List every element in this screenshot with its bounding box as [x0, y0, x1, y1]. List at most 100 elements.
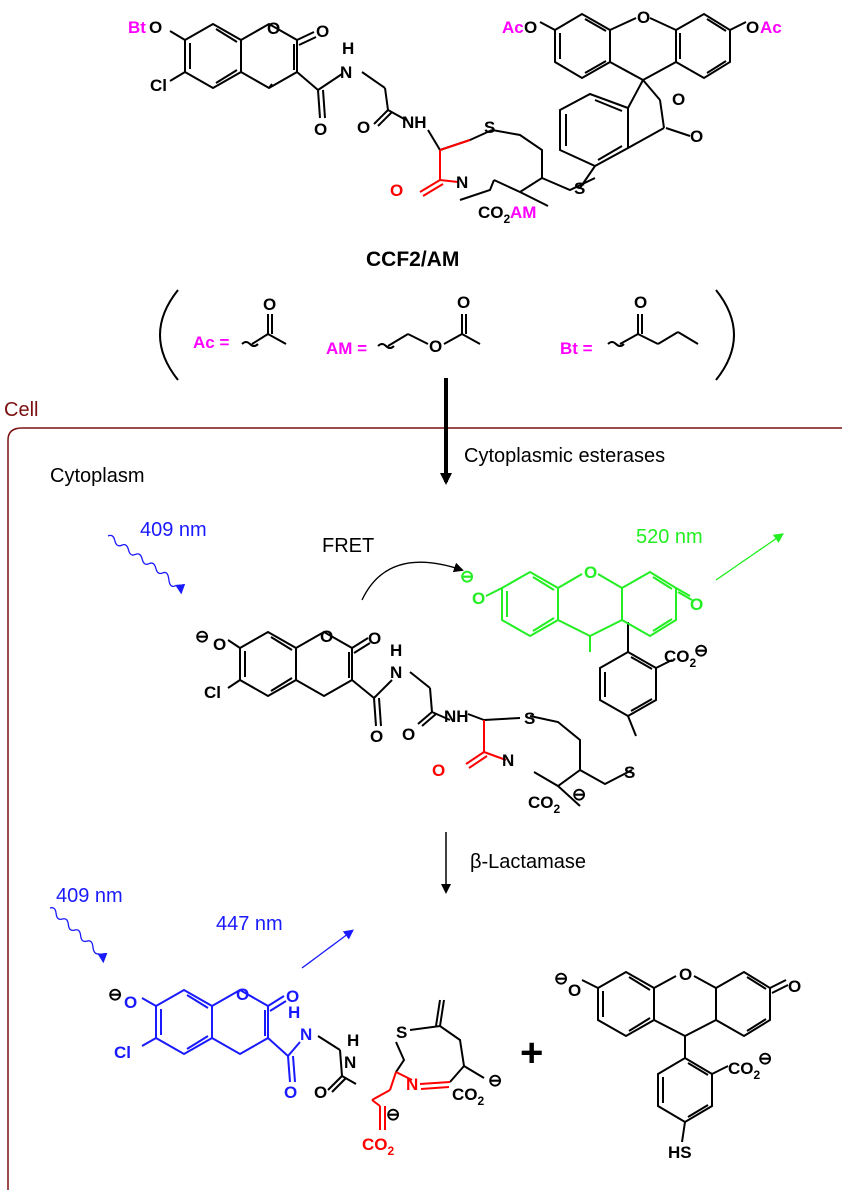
bot-cl-label: Cl [114, 1043, 131, 1062]
mid-amide-o: O [370, 727, 383, 746]
bot-nh-h: H [347, 1031, 359, 1050]
lactone-o-label: O [672, 90, 685, 109]
ac-o-label: O [263, 295, 276, 314]
mid-s-label: S [524, 709, 535, 728]
fluorescein-thiol-product [581, 970, 789, 1143]
cell-membrane [7, 427, 842, 1190]
o-label: O [149, 18, 162, 37]
nh-label: NH [402, 113, 427, 132]
mid-amide-o2: O [402, 725, 415, 744]
bt-o-label: O [634, 293, 647, 312]
fret-label: FRET [322, 535, 374, 557]
br-co2: CO2 [728, 1059, 761, 1082]
top-atom-labels: Bt O Cl O O O H N O NH S N O CO2 AM S O … [128, 8, 782, 226]
plus-sign: + [520, 1031, 543, 1075]
cl-label: Cl [150, 76, 167, 95]
bot-nh-n: N [344, 1053, 356, 1072]
lactamase-label: β-Lactamase [470, 851, 586, 873]
bot-phenolate-minus: ⊖ [108, 985, 122, 1004]
n-label: N [340, 63, 352, 82]
lactam-o-label: O [390, 181, 403, 200]
s-label: S [484, 118, 495, 137]
beta-lactam-ring-top [419, 139, 471, 197]
am-carbonyl-o-label: O [457, 293, 470, 312]
mid-lactam-o: O [432, 761, 445, 780]
mid-h-label: H [390, 641, 402, 660]
br-hs-label: HS [668, 1143, 692, 1162]
phenolate-o: O [213, 635, 226, 654]
aco-left-label: Ac [502, 18, 524, 37]
bottom-emission-wave [301, 929, 354, 969]
fluor-ring-o: O [584, 563, 597, 582]
emission-520-label: 520 nm [636, 526, 703, 548]
bt-legend-label: Bt = [560, 339, 593, 358]
mid-co2-label: CO2 [528, 793, 561, 816]
cytoplasm-label: Cytoplasm [50, 465, 144, 487]
lactone-co-label: O [690, 127, 703, 146]
co2-label: CO2 [478, 203, 511, 226]
abbreviation-legend: Ac = O AM = O O Bt = [159, 289, 735, 381]
oac-o-label: O [746, 18, 759, 37]
br-carbonyl-o: O [788, 977, 801, 996]
cell-label: Cell [4, 399, 38, 421]
beta-lactam-ring-middle [465, 720, 507, 769]
fluor-minus: ⊖ [460, 567, 474, 586]
fluor-o: O [472, 589, 485, 608]
bottom-right-labels: ⊖ O O O CO2 ⊖ HS [554, 965, 801, 1162]
am-ester-o-label: O [429, 337, 442, 356]
emission-wave [715, 533, 784, 581]
am-legend-label: AM = [326, 339, 367, 358]
bottom-emission-label: 447 nm [216, 913, 283, 935]
open-cephem-red [371, 1071, 451, 1130]
amide-o-label: O [314, 120, 327, 139]
br-minus: ⊖ [554, 969, 568, 988]
mid-thioether-s: S [624, 763, 635, 782]
br-co2-minus: ⊖ [758, 1049, 772, 1068]
middle-atom-labels: ⊖ O Cl O O O N H O NH S N O CO2 ⊖ S CO2 … [195, 563, 708, 816]
h-label: H [342, 39, 354, 58]
bot-amide-o: O [284, 1083, 297, 1102]
bot-n-label: N [300, 1025, 312, 1044]
phenolate-minus: ⊖ [195, 627, 209, 646]
coumarin-ring [169, 22, 343, 119]
fret-arrow [361, 561, 464, 601]
carbonyl-o-label: O [316, 22, 329, 41]
bottom-excitation-wave [49, 907, 108, 964]
fluorescein-xanthene-middle [485, 570, 693, 652]
mid-phenyl-co2: CO2 [664, 647, 697, 670]
bot-s-label: S [396, 1023, 407, 1042]
bot-ring-o: O [236, 985, 249, 1004]
bot-h-label: H [288, 1003, 300, 1022]
mid-phenyl-co2-minus: ⊖ [694, 641, 708, 660]
thioether-s-label: S [574, 179, 585, 198]
bot-amide-o2: O [314, 1083, 327, 1102]
ring-n-label: N [456, 173, 468, 192]
bot-co2-minus: ⊖ [488, 1071, 502, 1090]
ccf2-am-structure [169, 12, 747, 207]
bot-co2: CO2 [452, 1085, 485, 1108]
amide-o2-label: O [357, 118, 370, 137]
mid-co2-minus: ⊖ [572, 785, 586, 804]
br-o: O [568, 981, 581, 1000]
ccf2-intact-structure [227, 622, 673, 807]
mid-nh-label: NH [444, 707, 469, 726]
bottom-left-labels: ⊖ O Cl O O O H N O N H S N CO2 ⊖ CO2 ⊖ [108, 985, 502, 1158]
mid-ring-n: N [502, 751, 514, 770]
xanthene-o-label: O [637, 8, 650, 27]
excitation-wave [107, 534, 186, 595]
mid-ring-o: O [320, 627, 333, 646]
mid-carbonyl-o: O [368, 629, 381, 648]
am-label: AM [510, 203, 536, 222]
bot-phenolate-o: O [124, 993, 137, 1012]
bt-label: Bt [128, 18, 146, 37]
open-cephem-product [317, 999, 485, 1093]
excitation-409-label: 409 nm [140, 519, 207, 541]
fluorescein-diacetate [539, 12, 747, 189]
bot-carbonyl-o: O [286, 987, 299, 1006]
br-ring-o: O [679, 965, 692, 984]
bot-co2-red-minus: ⊖ [386, 1105, 400, 1124]
hydroxycoumarin-product [141, 988, 301, 1083]
aco-o-label: O [524, 18, 537, 37]
bot-co2-red: CO2 [362, 1135, 395, 1158]
